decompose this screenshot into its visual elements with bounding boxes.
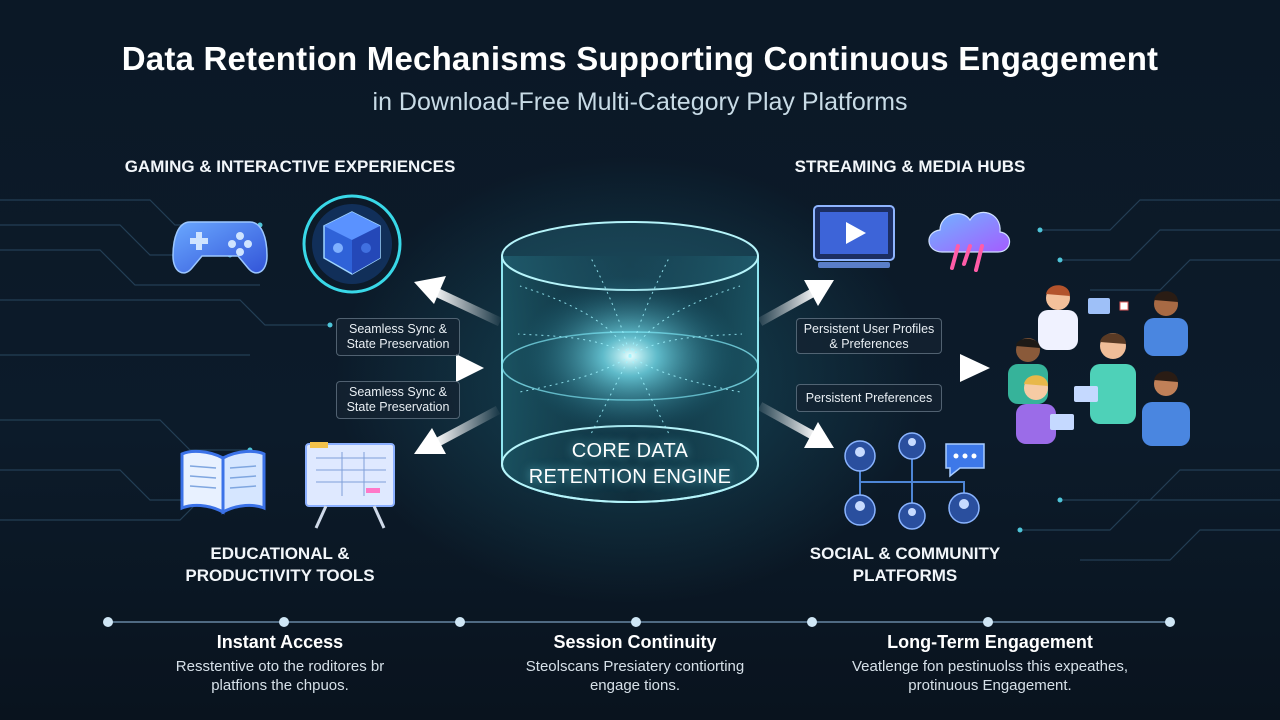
timeline-stage-title: Instant Access — [216, 632, 344, 652]
connector-label-right-upper: Persistent User Profiles & Preferences — [796, 318, 942, 354]
timeline-stage-instant-access: Instant Access Resstentive oto the rodit… — [130, 632, 430, 695]
timeline-stage-desc: Steolscans Presiatery contiorting engage… — [480, 657, 790, 695]
category-streaming: STREAMING & MEDIA HUBS — [794, 157, 1026, 176]
connector-label-left-upper: Seamless Sync & State Preservation — [336, 318, 460, 356]
arrow-to-streaming — [757, 280, 834, 326]
core-engine-label-line1: CORE DATA — [571, 440, 689, 462]
social-network-icon — [844, 432, 980, 530]
category-educational: EDUCATIONAL & PRODUCTIVITY TOOLS — [150, 543, 410, 587]
connector-left-upper-line2: State Preservation — [346, 337, 450, 351]
timeline-stage-desc: Veatlenge fon pestinuolss this expeathes… — [820, 657, 1160, 695]
chat-bubble-icon — [945, 443, 985, 478]
book-icon — [180, 449, 266, 515]
arrow-from-left — [260, 354, 484, 382]
people-group-illustration — [1008, 285, 1190, 446]
category-social: SOCIAL & COMMUNITY PLATFORMS — [790, 543, 1020, 587]
cloud-stream-icon — [928, 211, 1011, 272]
arrow-to-gaming — [414, 276, 502, 327]
timeline-stage-desc-line1: Veatlenge fon pestinuolss this expeathes… — [851, 658, 1129, 675]
timeline-stage-desc-line2: protinuous Engagement. — [908, 677, 1072, 694]
arrow-to-community — [760, 354, 990, 382]
connector-right-upper-line2: & Preferences — [829, 337, 909, 351]
connector-label-left-lower: Seamless Sync & State Preservation — [336, 381, 460, 419]
category-gaming: GAMING & INTERACTIVE EXPERIENCES — [124, 157, 456, 176]
connector-label-right-lower: Persistent Preferences — [796, 384, 942, 412]
arrow-to-educational — [414, 406, 501, 454]
puzzle-cube-icon — [302, 194, 402, 294]
arrow-to-social — [757, 402, 834, 448]
page-title: Data Retention Mechanisms Supporting Con… — [121, 40, 1159, 77]
connector-left-lower-line2: State Preservation — [346, 400, 450, 414]
monitor-play-icon — [813, 205, 895, 268]
whiteboard-icon — [305, 442, 395, 529]
gamepad-icon — [172, 221, 268, 274]
category-educational-line2: PRODUCTIVITY TOOLS — [185, 566, 375, 585]
category-educational-line1: EDUCATIONAL & — [210, 544, 350, 563]
page-subtitle: in Download-Free Multi-Category Play Pla… — [372, 88, 908, 116]
core-engine-cylinder — [501, 221, 759, 503]
timeline-stage-title: Long-Term Engagement — [887, 632, 1093, 652]
core-engine-label: CORE DATA RETENTION ENGINE — [500, 438, 760, 490]
connector-left-lower-line1: Seamless Sync & — [349, 385, 447, 399]
category-social-line1: SOCIAL & COMMUNITY — [809, 544, 1001, 563]
timeline-stage-desc-line1: Resstentive oto the roditores br — [175, 658, 385, 675]
engagement-timeline — [103, 617, 1175, 627]
category-social-line2: PLATFORMS — [852, 566, 958, 585]
timeline-stage-desc-line1: Steolscans Presiatery contiorting — [525, 658, 745, 675]
core-engine-label-line2: RETENTION ENGINE — [528, 466, 732, 488]
timeline-stage-title: Session Continuity — [553, 632, 717, 652]
timeline-stage-session-continuity: Session Continuity Steolscans Presiatery… — [480, 632, 790, 695]
timeline-stage-desc-line2: platfions the chpuos. — [211, 677, 349, 694]
timeline-stage-desc-line2: engage tions. — [589, 677, 681, 694]
timeline-stage-desc: Resstentive oto the roditores br platfio… — [130, 657, 430, 695]
connector-right-upper-line1: Persistent User Profiles — [803, 322, 935, 336]
timeline-stage-long-term-engagement: Long-Term Engagement Veatlenge fon pesti… — [820, 632, 1160, 695]
connector-left-upper-line1: Seamless Sync & — [349, 322, 447, 336]
